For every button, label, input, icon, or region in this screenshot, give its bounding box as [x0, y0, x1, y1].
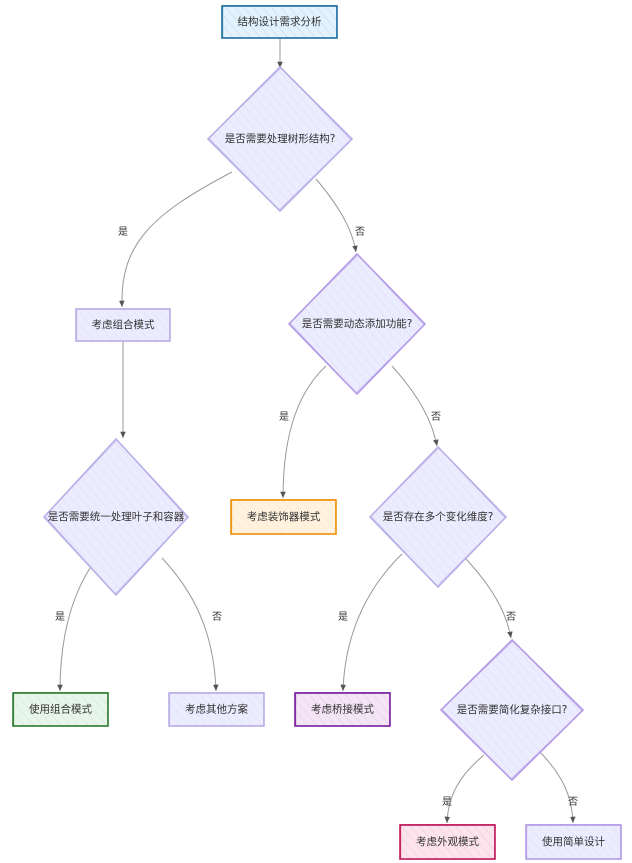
- node-border-sketch: [208, 67, 352, 211]
- node-start: 结构设计需求分析: [221, 5, 338, 39]
- node-q-uniform-label: 是否需要统一处理叶子和容器: [48, 510, 185, 523]
- node-hatch: [231, 500, 336, 534]
- node-bridge-consider: 考虑桥接模式: [294, 692, 391, 727]
- node-hatch: [13, 693, 108, 726]
- node-hatch: [169, 693, 264, 726]
- edge-label-q_dynamic-to-q_multi: 否: [431, 411, 441, 423]
- node-border: [368, 445, 508, 589]
- node-hatch: [400, 825, 495, 859]
- node-facade-consider: 考虑外观模式: [399, 824, 496, 860]
- edge-label-q_tree-to-q_dynamic: 否: [355, 226, 365, 238]
- edge-q_dynamic-to-decorator_consider: [280, 365, 327, 499]
- node-use-composite-label: 使用组合模式: [29, 703, 92, 716]
- node-hatch: [295, 693, 390, 726]
- edge-label-q_multi-to-bridge_consider: 是: [338, 611, 348, 623]
- node-simple-design: 使用简单设计: [525, 824, 622, 860]
- node-bridge-consider-label: 考虑桥接模式: [311, 703, 374, 716]
- edge-q_dynamic-to-q_multi: [391, 365, 439, 447]
- edge-q_simplify-to-facade_consider: [444, 754, 485, 824]
- node-border-sketch: [526, 824, 621, 860]
- node-start-label: 结构设计需求分析: [238, 15, 322, 28]
- edge-q_uniform-to-use_composite: [57, 567, 91, 692]
- node-facade-consider-label: 考虑外观模式: [416, 835, 479, 848]
- node-border: [42, 437, 190, 597]
- node-other-options-label: 考虑其他方案: [185, 703, 248, 716]
- node-border-sketch: [13, 692, 108, 727]
- node-border-sketch: [289, 254, 425, 394]
- edge-q_uniform-to-other_options: [161, 557, 219, 692]
- node-q-tree-label: 是否需要处理树形结构?: [225, 132, 336, 145]
- node-q-simplify-label: 是否需要简化复杂接口?: [457, 703, 568, 716]
- node-border-sketch: [44, 439, 188, 595]
- node-q-uniform: 是否需要统一处理叶子和容器: [42, 437, 190, 597]
- node-border: [206, 65, 354, 213]
- node-hatch: [76, 309, 170, 341]
- node-q-dynamic: 是否需要动态添加功能?: [287, 252, 427, 396]
- edge-label-q_simplify-to-simple_design: 否: [568, 796, 578, 808]
- node-hatch: [526, 825, 621, 859]
- node-border: [439, 638, 585, 782]
- node-composite-consider-label: 考虑组合模式: [92, 318, 155, 331]
- edge-label-q_tree-to-composite_consider: 是: [118, 226, 128, 238]
- node-border-sketch: [370, 447, 506, 587]
- node-border-sketch: [400, 824, 495, 860]
- edge-labels-layer: 是否是否是否是否是否: [55, 226, 578, 808]
- edge-q_simplify-to-simple_design: [539, 751, 576, 824]
- edge-label-q_uniform-to-use_composite: 是: [55, 611, 65, 623]
- edge-q_tree-to-q_dynamic: [315, 178, 358, 253]
- node-border: [287, 252, 427, 396]
- edges-layer: [57, 38, 576, 824]
- node-border-sketch: [169, 692, 264, 727]
- node-decorator-consider-label: 考虑装饰器模式: [247, 510, 321, 523]
- node-use-composite: 使用组合模式: [12, 692, 109, 727]
- node-simple-design-label: 使用简单设计: [542, 835, 605, 848]
- node-q-multi-label: 是否存在多个变化维度?: [383, 510, 494, 523]
- node-hatch: [222, 6, 337, 38]
- node-decorator-consider: 考虑装饰器模式: [230, 499, 337, 535]
- node-border-sketch: [441, 640, 583, 780]
- node-q-multi: 是否存在多个变化维度?: [368, 445, 508, 589]
- edge-q_multi-to-bridge_consider: [340, 553, 403, 692]
- node-border-sketch: [231, 499, 336, 535]
- edge-label-q_uniform-to-other_options: 否: [212, 611, 222, 623]
- node-q-tree: 是否需要处理树形结构?: [206, 65, 354, 213]
- node-border-sketch: [295, 692, 390, 727]
- edge-label-q_multi-to-q_simplify: 否: [506, 611, 516, 623]
- edge-label-q_simplify-to-facade_consider: 是: [442, 796, 452, 808]
- edge-q_multi-to-q_simplify: [465, 558, 513, 639]
- node-border-sketch: [76, 308, 170, 342]
- node-other-options: 考虑其他方案: [168, 692, 265, 727]
- edge-label-q_dynamic-to-decorator_consider: 是: [279, 411, 289, 423]
- node-composite-consider: 考虑组合模式: [75, 308, 171, 342]
- edge-q_tree-to-composite_consider: [119, 171, 233, 308]
- node-border-sketch: [222, 5, 337, 39]
- node-q-simplify: 是否需要简化复杂接口?: [439, 638, 585, 782]
- node-q-dynamic-label: 是否需要动态添加功能?: [302, 317, 413, 330]
